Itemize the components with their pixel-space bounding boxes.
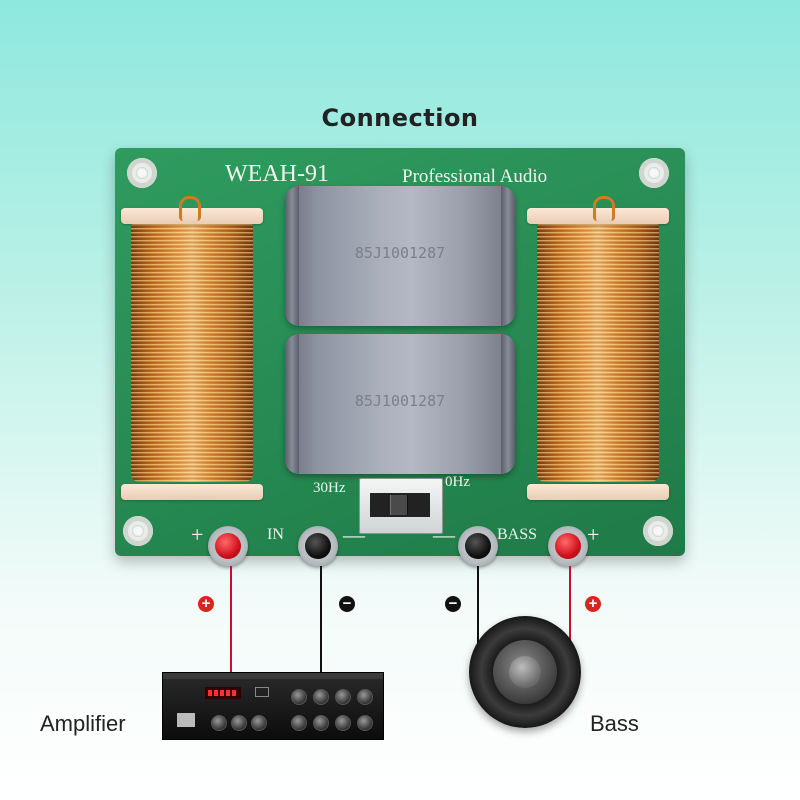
mount-hole-top-left — [127, 158, 157, 188]
mount-hole-top-right — [639, 158, 669, 188]
board-brand-text: Professional Audio — [402, 166, 548, 187]
mount-hole-bottom-right — [643, 516, 673, 546]
input-minus-sign: — — [343, 522, 365, 547]
inductor-coil-right — [527, 196, 669, 500]
output-positive-terminal[interactable] — [548, 526, 588, 566]
capacitor-top-code: 85J1001287 — [354, 244, 446, 262]
speaker-icon — [469, 616, 581, 728]
capacitor-bottom-code: 85J1001287 — [354, 392, 446, 410]
output-plus-sign: + — [587, 522, 600, 547]
switch-knob[interactable] — [390, 495, 408, 515]
mount-hole-bottom-left — [123, 516, 153, 546]
connection-title: Connection — [321, 104, 479, 132]
negative-badge-bass: − — [445, 596, 461, 612]
frequency-switch[interactable] — [359, 478, 443, 534]
bass-label: Bass — [590, 711, 639, 736]
freq-label-30hz: 30Hz — [313, 480, 346, 496]
amplifier-label: Amplifier — [40, 711, 126, 736]
output-negative-terminal[interactable] — [458, 526, 498, 566]
capacitor-bottom: 85J1001287 — [285, 334, 515, 474]
input-label: IN — [267, 526, 284, 543]
input-positive-terminal[interactable] — [208, 526, 248, 566]
positive-badge-amp: + — [198, 596, 214, 612]
inductor-coil-left — [121, 196, 263, 500]
wire-amp-negative — [320, 566, 322, 672]
board-model-text: WEAH-91 — [225, 161, 329, 187]
input-negative-terminal[interactable] — [298, 526, 338, 566]
output-minus-sign: — — [433, 522, 455, 547]
capacitor-top: 85J1001287 — [285, 186, 515, 326]
freq-label-right: 0Hz — [445, 474, 470, 490]
wire-amp-positive — [230, 566, 232, 672]
wire-bass-positive — [569, 566, 571, 646]
input-plus-sign: + — [191, 522, 204, 547]
amplifier-icon — [162, 672, 384, 740]
wire-bass-negative — [477, 566, 479, 646]
output-label: BASS — [497, 526, 538, 543]
crossover-board: WEAH-91 Professional Audio 85J1001287 85… — [115, 148, 685, 566]
negative-badge-amp: − — [339, 596, 355, 612]
positive-badge-bass: + — [585, 596, 601, 612]
